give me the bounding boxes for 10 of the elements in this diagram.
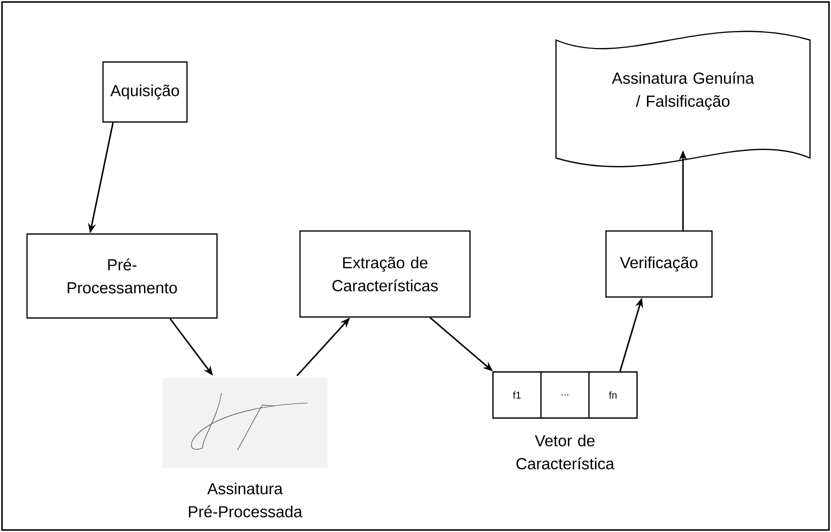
picture: [162, 378, 328, 468]
cell: f1: [492, 371, 542, 419]
process-box: Pré-Processamento: [26, 233, 218, 319]
process-box: Extração de Características: [299, 230, 471, 318]
node-label: Assinatura Pré-Processada: [188, 482, 302, 518]
process-box: Verificação: [605, 230, 713, 298]
cell: fn: [588, 371, 638, 419]
cell: ...: [540, 371, 590, 419]
process-box: Aquisição: [102, 61, 188, 123]
node-label: Vetor de Característica: [516, 434, 614, 470]
